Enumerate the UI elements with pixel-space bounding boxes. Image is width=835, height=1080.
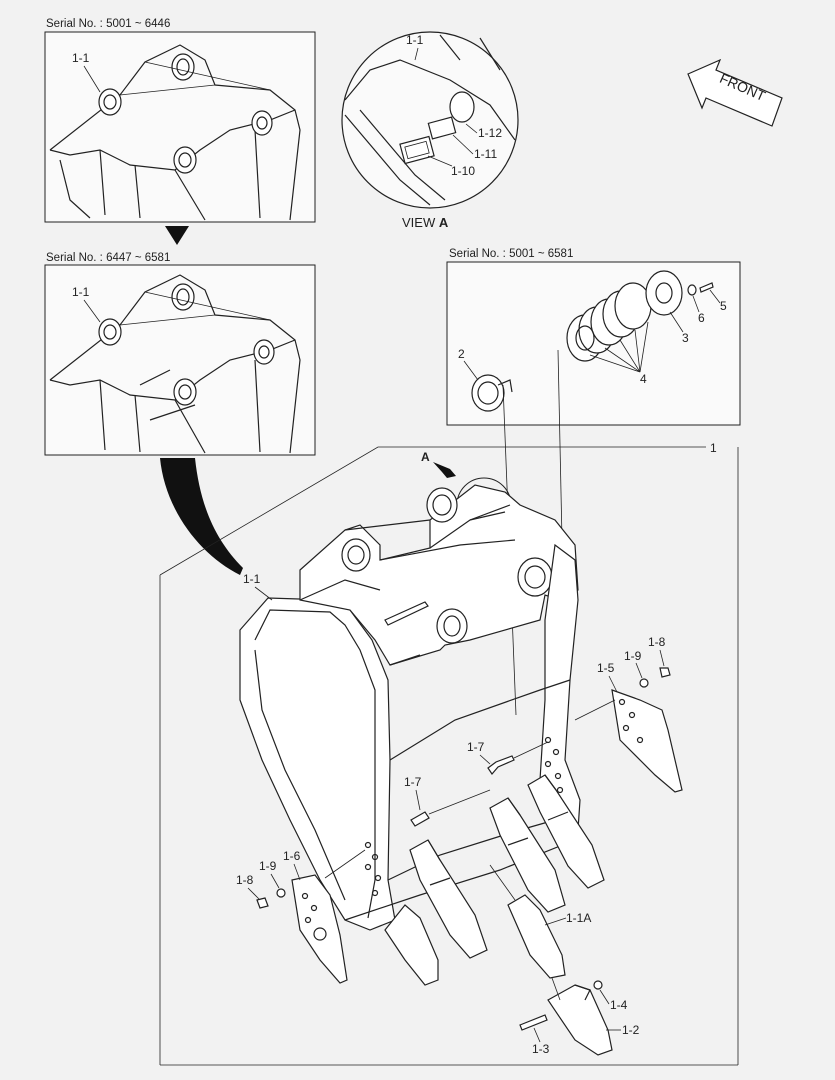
callout-1-7-upper: 1-7 — [467, 740, 485, 754]
bolt-upper — [487, 755, 515, 775]
callout-1-3: 1-3 — [532, 1042, 550, 1056]
serial-top-left: Serial No. : 5001 ~ 6446 — [46, 18, 170, 30]
callout-5: 5 — [720, 299, 727, 313]
curved-arrow-icon — [160, 458, 243, 575]
callout-1-5: 1-5 — [597, 661, 615, 675]
nut-left — [256, 897, 269, 909]
front-arrow: FRONT — [687, 58, 783, 127]
adapter-1-1A — [507, 894, 566, 979]
callout-1: 1 — [710, 441, 717, 455]
callout-1-1-main: 1-1 — [243, 572, 261, 586]
side-cutter-left — [291, 849, 366, 984]
callout-6: 6 — [698, 311, 705, 325]
callout-1-6: 1-6 — [283, 849, 301, 863]
callout-2: 2 — [458, 347, 465, 361]
view-label: VIEW A — [402, 215, 449, 230]
bucket-body — [239, 484, 581, 931]
callout-1-10: 1-10 — [451, 164, 475, 178]
callout-1-12: 1-12 — [478, 126, 502, 140]
lock-1-4 — [593, 980, 603, 990]
callout-1-11: 1-11 — [474, 147, 497, 161]
callout-1-8-left: 1-8 — [236, 873, 254, 887]
view-a-arrow-letter: A — [421, 450, 430, 464]
nut-right — [659, 667, 671, 678]
serial-right-box: Serial No. : 5001 ~ 6581 — [449, 248, 573, 260]
detail-box-right — [446, 261, 741, 426]
bucket-teeth — [384, 774, 605, 986]
callout-3: 3 — [682, 331, 689, 345]
callout-1-7-lower: 1-7 — [404, 775, 422, 789]
tooth-1-2 — [547, 984, 613, 1056]
down-arrow-icon — [165, 226, 189, 245]
main-assembly-boundary — [159, 446, 739, 1066]
callout-4: 4 — [640, 372, 647, 386]
pin-1-3 — [519, 1014, 548, 1031]
callout-1-9-left: 1-9 — [259, 859, 277, 873]
callout-1-1-top: 1-1 — [72, 51, 90, 65]
view-a-circle — [341, 31, 519, 209]
callout-1-4: 1-4 — [610, 998, 628, 1012]
callout-1-2: 1-2 — [622, 1023, 640, 1037]
callout-1-9-right: 1-9 — [624, 649, 642, 663]
view-a-arrow-icon — [433, 462, 456, 478]
detail-box-mid — [44, 264, 316, 456]
serial-mid-left: Serial No. : 6447 ~ 6581 — [46, 252, 170, 264]
detail-box-top — [44, 31, 316, 223]
bolt-lower — [410, 811, 430, 827]
callout-1-1-mid: 1-1 — [72, 285, 90, 299]
callout-1-1A: 1-1A — [566, 911, 591, 925]
washer-left — [276, 888, 286, 898]
callout-1-8-right: 1-8 — [648, 635, 666, 649]
washer-right — [639, 678, 649, 688]
side-cutter-right — [574, 689, 683, 793]
callout-1-1-view: 1-1 — [406, 33, 424, 47]
